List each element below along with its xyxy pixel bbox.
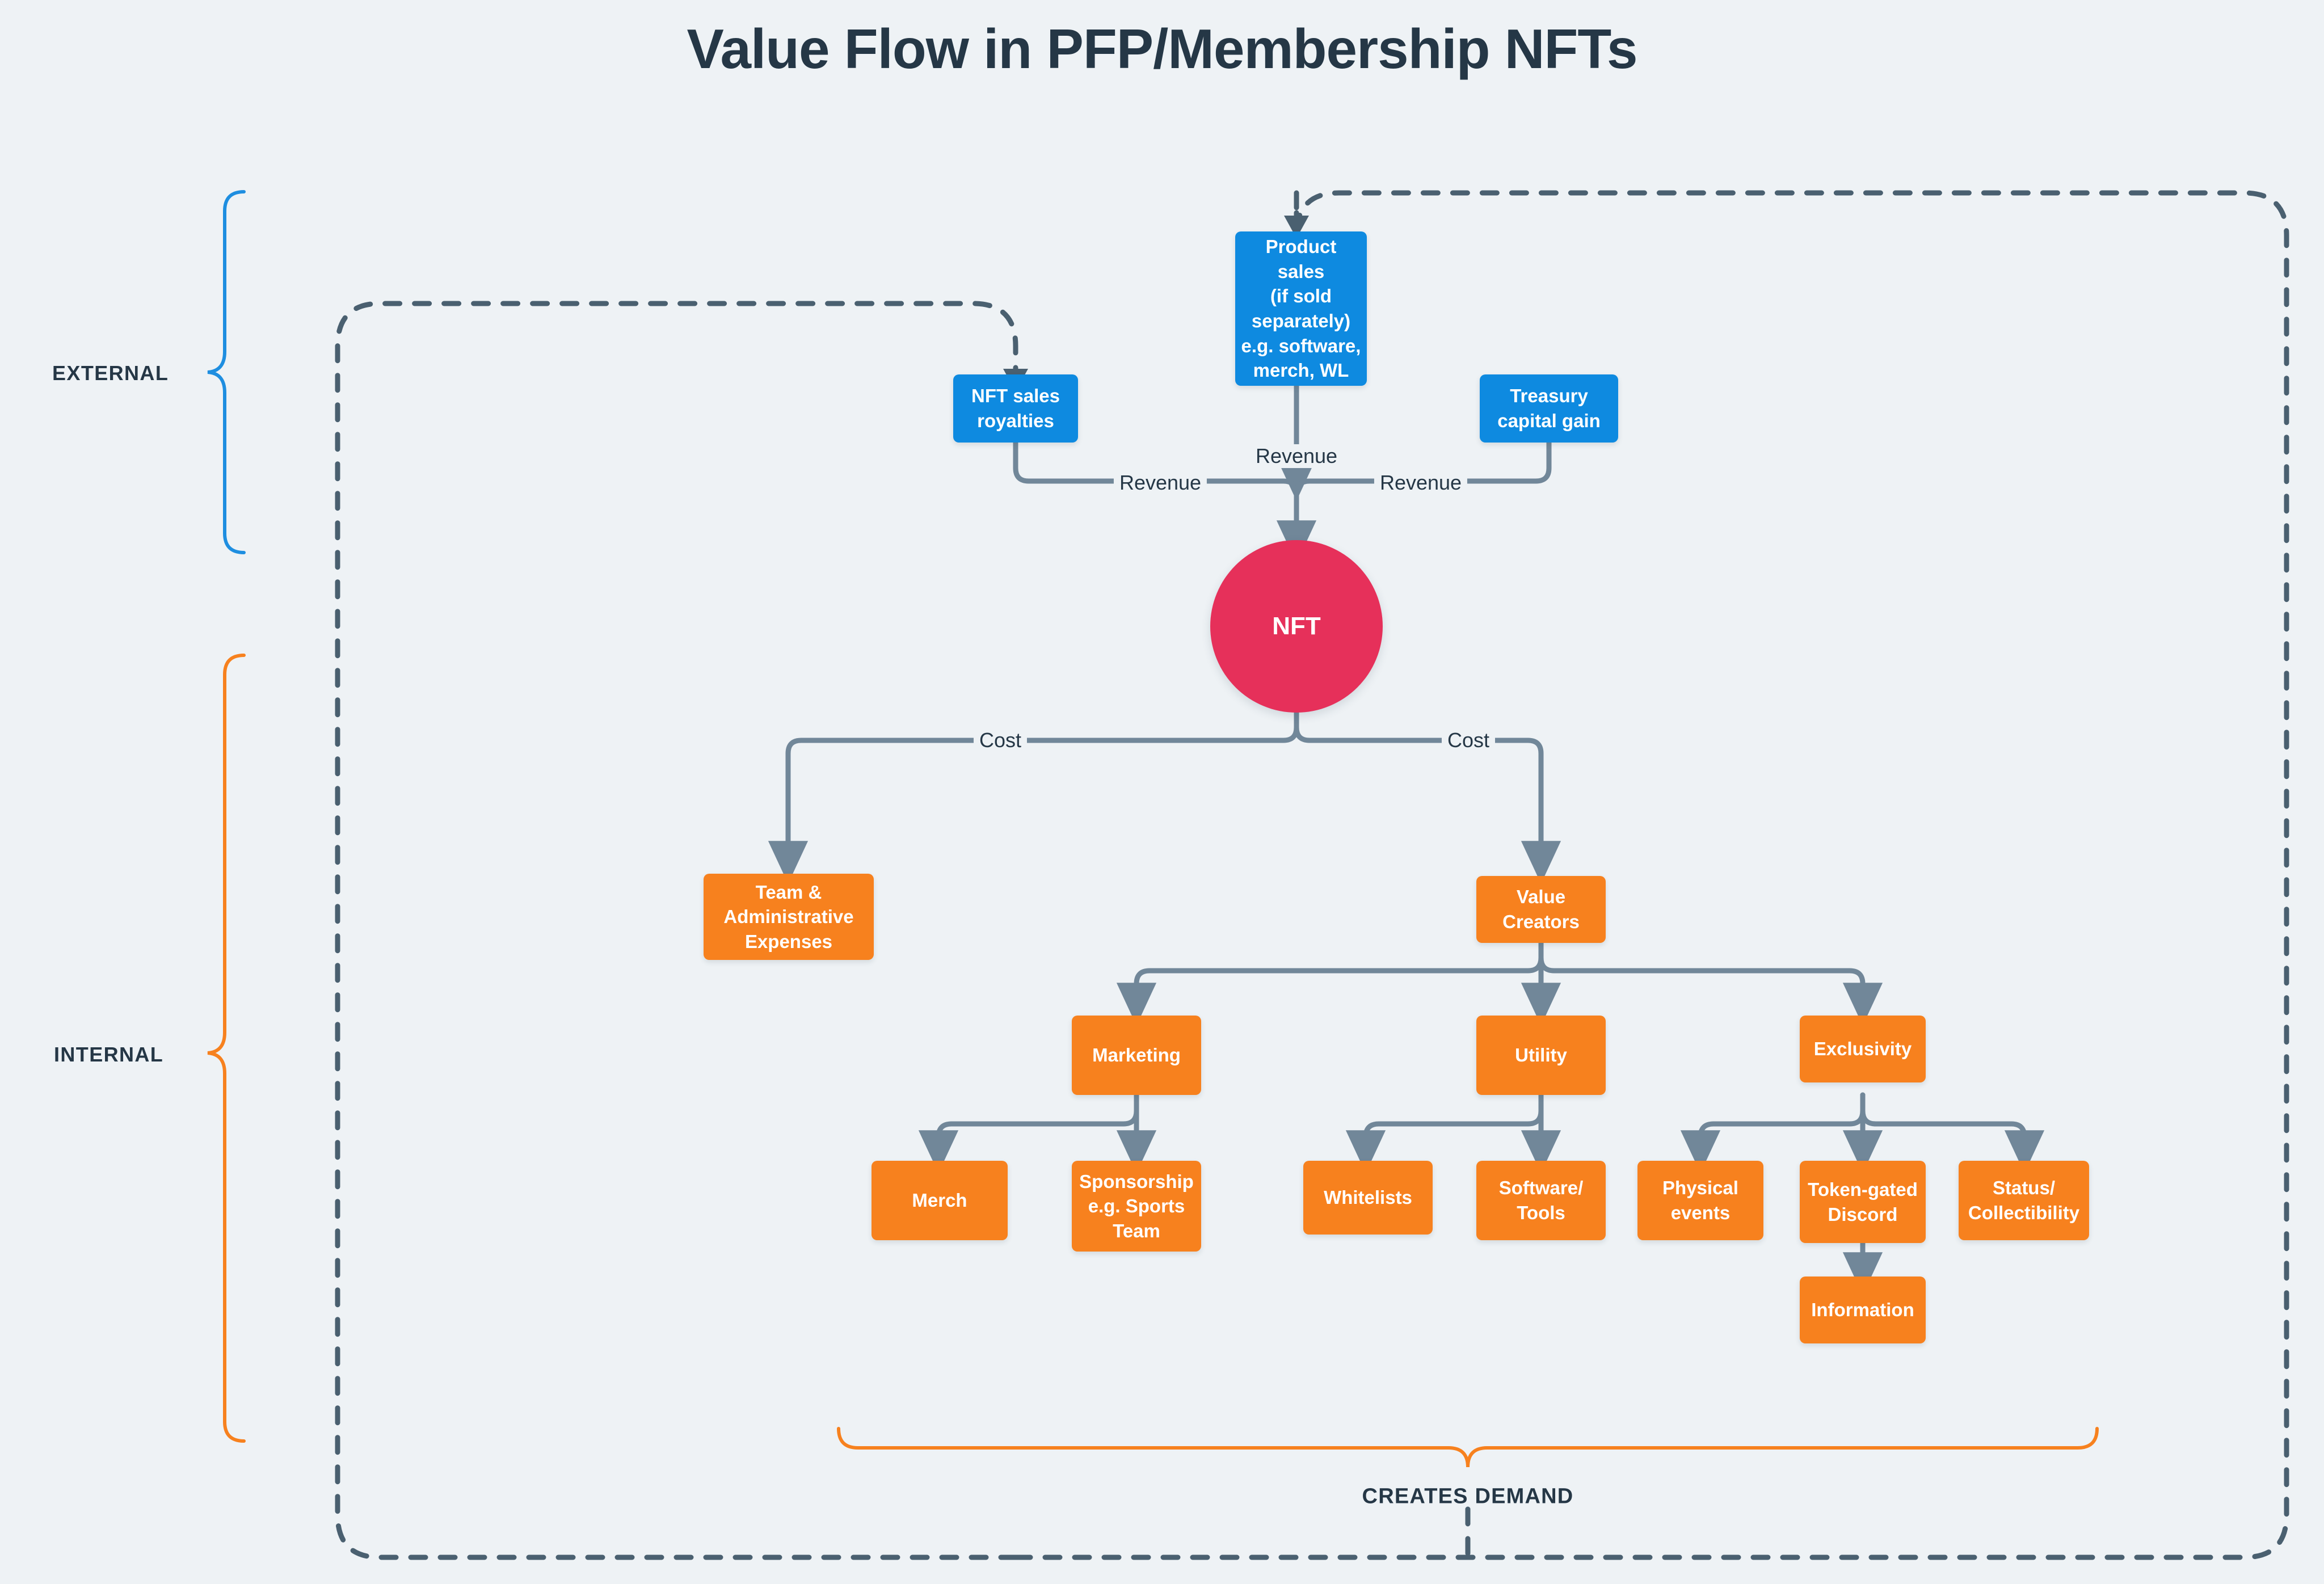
- node-value-creators[interactable]: Value Creators: [1476, 876, 1606, 943]
- node-treasury-capital-gain[interactable]: Treasury capital gain: [1480, 374, 1618, 443]
- brace-creates-demand: [837, 1427, 2099, 1468]
- group-label-external: EXTERNAL: [52, 361, 169, 385]
- node-product-sales[interactable]: Product sales (if sold separately) e.g. …: [1235, 231, 1367, 386]
- node-marketing[interactable]: Marketing: [1072, 1016, 1201, 1095]
- node-merch[interactable]: Merch: [872, 1161, 1008, 1240]
- node-sponsorship[interactable]: Sponsorship e.g. Sports Team: [1072, 1161, 1201, 1252]
- edge-label-revenue-left: Revenue: [1113, 471, 1207, 495]
- edge-label-cost-right: Cost: [1441, 728, 1496, 752]
- edge-label-revenue-right: Revenue: [1374, 471, 1468, 495]
- node-information[interactable]: Information: [1800, 1277, 1926, 1343]
- edge-label-revenue-center: Revenue: [1249, 444, 1344, 468]
- brace-external: [207, 190, 246, 554]
- creates-demand-label: CREATES DEMAND: [1362, 1484, 1574, 1509]
- node-exclusivity[interactable]: Exclusivity: [1800, 1016, 1926, 1082]
- node-whitelists[interactable]: Whitelists: [1303, 1161, 1433, 1235]
- brace-internal: [207, 654, 246, 1443]
- node-token-gated-discord[interactable]: Token-gated Discord: [1800, 1161, 1926, 1243]
- node-nft[interactable]: NFT: [1210, 540, 1383, 713]
- node-utility[interactable]: Utility: [1476, 1016, 1606, 1095]
- node-team-administrative-expenses[interactable]: Team & Administrative Expenses: [704, 874, 874, 960]
- page-title: Value Flow in PFP/Membership NFTs: [687, 18, 1637, 80]
- node-status-collectibility[interactable]: Status/ Collectibility: [1959, 1161, 2089, 1240]
- group-label-internal: INTERNAL: [54, 1043, 164, 1066]
- node-software-tools[interactable]: Software/ Tools: [1476, 1161, 1606, 1240]
- node-nft-sales-royalties[interactable]: NFT sales royalties: [953, 374, 1078, 443]
- node-physical-events[interactable]: Physical events: [1637, 1161, 1763, 1240]
- edge-label-cost-left: Cost: [973, 728, 1028, 752]
